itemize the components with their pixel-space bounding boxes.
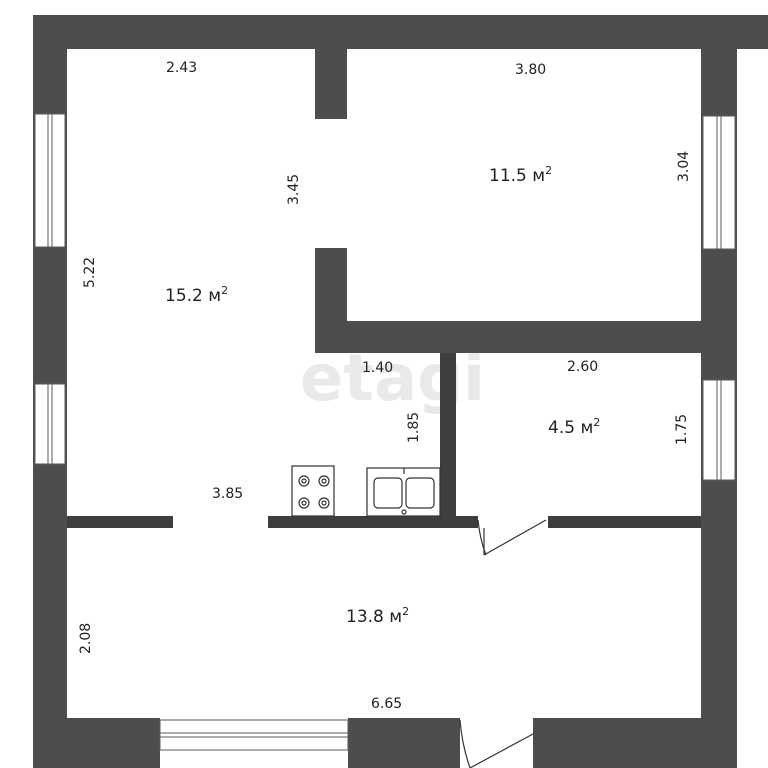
divider-right [548,516,701,528]
dim-kitchen-depth: 1.85 [406,412,422,443]
dim-small-room-height: 1.75 [674,414,690,445]
window-left-lower [34,383,66,465]
dim-left-top-width: 2.43 [166,60,197,76]
divider-left [67,516,173,528]
room-area-left: 15.2 м2 [165,284,228,306]
bottom-wall-right [533,718,737,768]
bottom-wall-left [33,718,160,768]
door-entrance [459,719,534,768]
window-right-lower [702,379,736,481]
dim-right-room-height: 3.04 [676,151,692,182]
divider-middle [268,516,478,528]
partition-top [315,49,347,119]
dim-left-bottom-width: 3.85 [212,486,243,502]
doors [459,519,547,768]
partition-horizontal [315,321,701,353]
dim-inner-wall-height: 3.45 [286,174,302,205]
dim-small-room-width: 2.60 [567,359,598,375]
window-right-upper [702,115,736,250]
room-area-top-right: 11.5 м2 [489,164,552,186]
room-area-small: 4.5 м2 [548,416,600,438]
dim-bottom-room-width: 6.65 [371,696,402,712]
window-bottom [159,719,349,751]
dim-right-top-width: 3.80 [515,62,546,78]
windows [34,113,736,751]
dim-bottom-room-height: 2.08 [78,623,94,654]
window-left-upper [34,113,66,248]
top-wall [33,15,768,49]
dim-kitchen-width: 1.40 [362,360,393,376]
double-sink-icon [366,467,441,517]
stove-icon [291,465,335,517]
watermark: etagi [300,342,485,416]
dim-left-room-height: 5.22 [82,257,98,288]
bottom-wall-middle [348,718,460,768]
small-room-wall [440,353,456,525]
room-area-bottom: 13.8 м2 [346,605,409,627]
interior-walls [67,49,701,528]
door-small-room [477,519,547,556]
